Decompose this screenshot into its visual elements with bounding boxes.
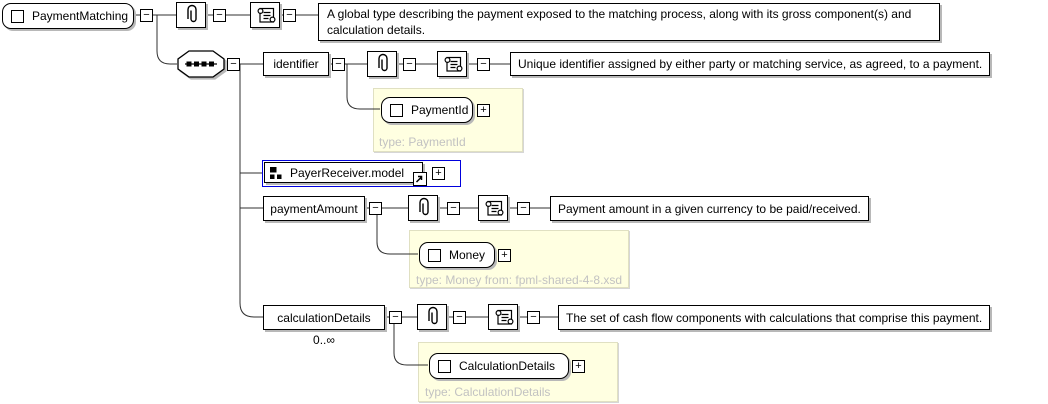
type-note: type: CalculationDetails <box>425 385 551 399</box>
paperclip-icon <box>428 306 438 325</box>
group-ref-box: PayerReceiver.model <box>264 162 423 183</box>
documentation-indicator <box>437 51 467 77</box>
root-label: PaymentMatching <box>32 9 129 23</box>
collapse-icon[interactable]: − <box>527 311 540 324</box>
annotation-indicator <box>417 304 447 330</box>
collapse-icon[interactable]: − <box>227 58 240 71</box>
element-label: PaymentId <box>411 103 469 117</box>
element-money[interactable]: Money <box>419 242 495 268</box>
element-paymentid[interactable]: PaymentId <box>381 97 473 123</box>
collapse-icon[interactable]: − <box>447 202 460 215</box>
link-arrow-icon[interactable] <box>413 172 427 186</box>
element-label: Money <box>449 248 486 262</box>
collapse-icon[interactable]: − <box>283 9 296 22</box>
annotation-text-root: A global type describing the payment exp… <box>318 3 940 41</box>
annotation-text-paymentamount: Payment amount in a given currency to be… <box>550 196 869 221</box>
scroll-icon <box>257 7 276 23</box>
collapse-icon[interactable]: − <box>213 9 226 22</box>
collapse-icon[interactable]: − <box>453 311 466 324</box>
documentation-indicator <box>250 2 280 28</box>
expand-icon[interactable]: + <box>572 360 585 373</box>
element-calculationdetails-type[interactable]: CalculationDetails <box>429 353 569 379</box>
sequence-icon <box>177 50 225 78</box>
annotation-indicator <box>176 2 206 28</box>
element-label: CalculationDetails <box>459 359 556 373</box>
type-panel-calculationdetails: CalculationDetails + type: CalculationDe… <box>418 342 618 402</box>
group-ref-payerreceiver-model[interactable]: PayerReceiver.model + <box>262 160 461 187</box>
model-group-icon <box>270 167 282 179</box>
group-ref-label: PayerReceiver.model <box>290 165 405 180</box>
collapse-icon[interactable]: − <box>477 58 490 71</box>
paperclip-icon <box>419 197 429 216</box>
expand-icon[interactable]: + <box>498 249 511 262</box>
paperclip-icon <box>187 4 197 23</box>
annotation-indicator <box>408 195 438 221</box>
element-icon <box>438 359 451 373</box>
scroll-icon <box>495 309 514 325</box>
element-calculationdetails[interactable]: calculationDetails <box>263 305 385 330</box>
annotation-indicator <box>367 51 397 77</box>
element-identifier[interactable]: identifier <box>263 52 329 76</box>
type-panel-money: Money + type: Money from: fpml-shared-4-… <box>409 230 629 288</box>
scroll-icon <box>485 200 504 216</box>
element-icon <box>11 9 24 23</box>
element-icon <box>390 103 403 117</box>
type-panel-paymentid: PaymentId + type: PaymentId <box>373 88 523 152</box>
collapse-icon[interactable]: − <box>517 202 530 215</box>
collapse-icon[interactable]: − <box>389 311 402 324</box>
annotation-text-identifier: Unique identifier assigned by either par… <box>510 52 991 76</box>
collapse-icon[interactable]: − <box>403 58 416 71</box>
type-note: type: PaymentId <box>379 135 466 149</box>
paperclip-icon <box>378 53 388 72</box>
expand-icon[interactable]: + <box>477 104 490 117</box>
collapse-icon[interactable]: − <box>332 58 345 71</box>
collapse-icon[interactable]: − <box>140 9 153 22</box>
occurrence-label: 0..∞ <box>313 333 335 347</box>
element-paymentmatching[interactable]: PaymentMatching <box>2 3 134 29</box>
element-icon <box>428 248 441 262</box>
expand-icon[interactable]: + <box>432 167 445 180</box>
documentation-indicator <box>478 195 508 221</box>
element-paymentamount[interactable]: paymentAmount <box>263 196 365 221</box>
type-note: type: Money from: fpml-shared-4-8.xsd <box>416 273 623 287</box>
sequence-compositor[interactable] <box>177 50 225 78</box>
documentation-indicator <box>488 304 518 330</box>
annotation-text-calculationdetails: The set of cash flow components with cal… <box>558 305 991 330</box>
scroll-icon <box>444 56 463 72</box>
collapse-icon[interactable]: − <box>369 202 382 215</box>
